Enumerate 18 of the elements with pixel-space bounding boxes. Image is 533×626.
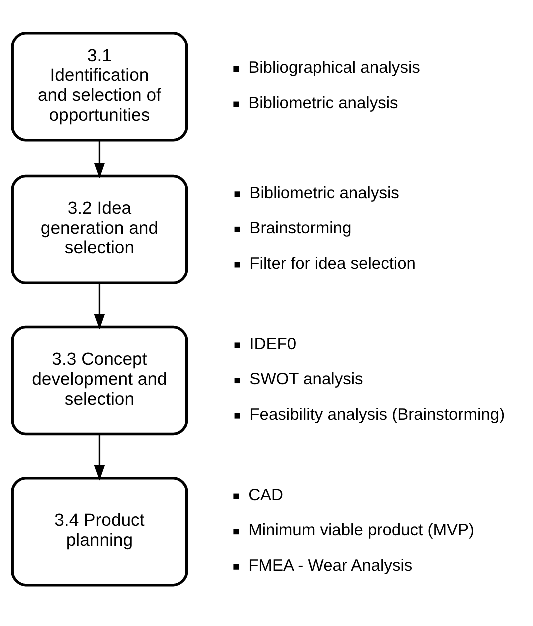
arrow	[94, 434, 106, 480]
node-box: 3.3 Concept development and selection	[11, 325, 188, 436]
node-label: Brainstorming	[250, 218, 352, 238]
node-box: 3.4 Product planning	[11, 476, 188, 586]
node-box: 3.1 Identification and selection of opportunities	[11, 32, 188, 142]
node-label: SWOT analysis	[250, 369, 364, 388]
node-label: IDEF0	[250, 334, 297, 353]
node-label: Filter for idea selection	[250, 253, 416, 272]
node-label: FMEA - Wear Analysis	[248, 555, 413, 574]
arrow	[94, 282, 106, 330]
node-label: CAD	[248, 484, 284, 504]
node-label: Minimum viable product (MVP)	[248, 520, 475, 540]
arrow	[94, 140, 106, 178]
node-box: 3.2 Idea generation and selection	[11, 174, 188, 284]
node-label: Feasibility analysis (Brainstorming)	[250, 404, 506, 424]
node-label: Bibliographical analysis	[248, 58, 420, 77]
node-label: Bibliometric analysis	[248, 92, 398, 112]
node-label: Bibliometric analysis	[250, 182, 400, 202]
